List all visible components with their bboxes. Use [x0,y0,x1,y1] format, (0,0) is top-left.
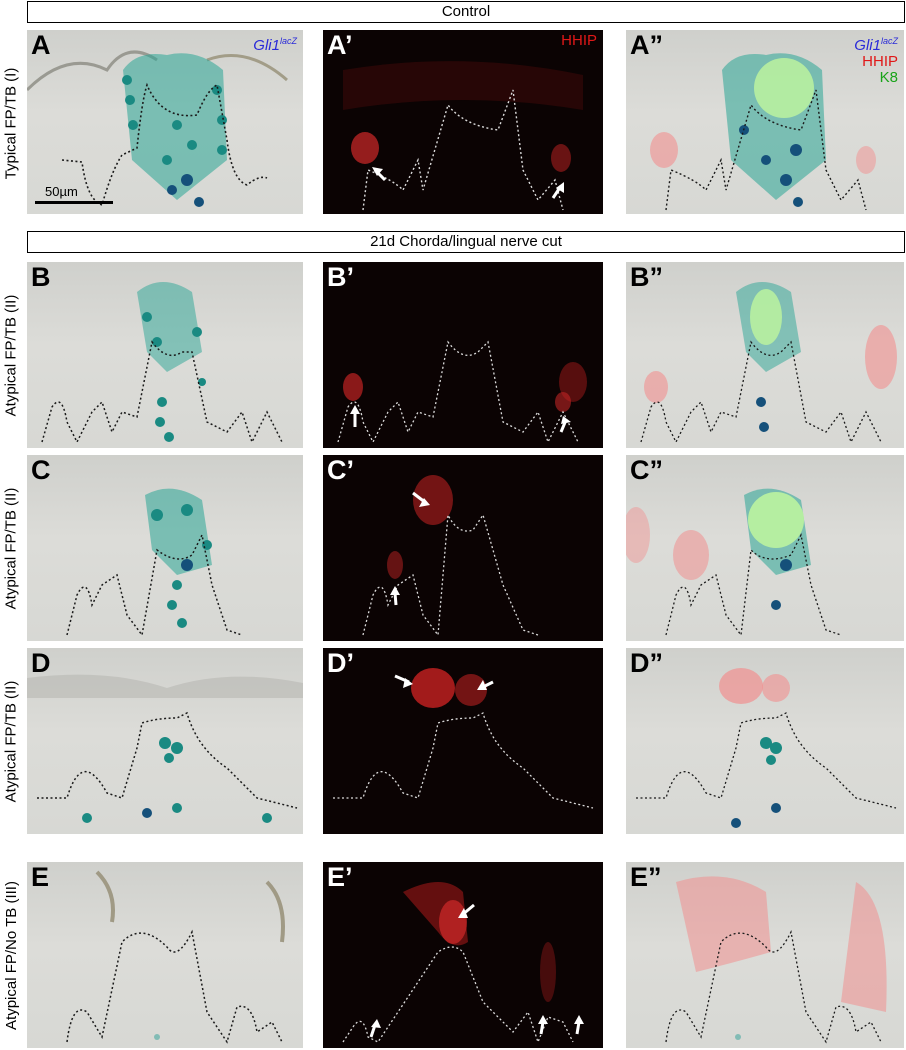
panel-letter-d2: D” [630,648,663,678]
panel-letter-c1: C’ [327,455,354,485]
panel-letter-b2: B” [630,262,663,292]
panel-c1-image [362,475,539,637]
panel-a1-image [343,61,583,211]
panel-d-image [27,674,303,823]
panel-letter-c: C [31,455,51,485]
panel-d1-hhip: D’ [323,648,603,834]
panel-letter-d: D [31,648,51,678]
panel-letter-e: E [31,862,50,892]
panel-c1-hhip: C’ [323,455,603,641]
legend-a2-hhip: HHIP [862,53,898,70]
panel-letter-a2: A” [630,30,663,60]
panel-a1-hhip: A’ HHIP [323,30,603,214]
legend-a2: Gli1lacZ HHIP K8 [854,33,898,86]
panel-d2-merge: D” [626,648,904,834]
panel-b2-image [640,282,897,444]
panel-b2-merge: B” [626,262,904,448]
panel-letter-b1: B’ [327,262,354,292]
section-label-control: Control [441,3,491,20]
panel-e-image [66,870,285,1044]
panel-c2-merge: C” [626,455,904,641]
panel-c-brightfield: C [27,455,303,641]
panel-b1-image [337,340,587,444]
panel-d-brightfield: D [27,648,303,834]
panel-b1-hhip: B’ [323,262,603,448]
panel-e1-hhip: E’ [323,862,603,1048]
scale-bar-line [35,201,113,204]
panel-b-image [41,282,283,444]
panel-a-brightfield: A Gli1lacZ 50µm [27,30,303,214]
legend-a: Gli1lacZ [253,33,297,54]
row-label-b: Atypical FP/TB (II) [2,294,20,416]
row-label-c: Atypical FP/TB (II) [2,487,20,609]
legend-a1-hhip: HHIP [561,32,597,49]
panel-d2-image [636,668,897,828]
panel-c-image [66,488,243,637]
panel-e-brightfield: E [27,862,303,1048]
legend-a1: HHIP [561,33,597,49]
panel-b-brightfield: B [27,262,303,448]
legend-a2-k8: K8 [879,69,898,86]
panel-letter-b: B [31,262,51,292]
panel-a2-image [650,53,876,211]
row-label-d: Atypical FP/TB (II) [2,680,20,802]
panel-letter-e2: E” [630,862,662,892]
panel-letter-c2: C” [630,455,663,485]
panel-a2-merge: A” Gli1lacZ HHIP K8 [626,30,904,214]
legend-a-gli1: Gli1lacZ [253,36,297,54]
panel-letter-a: A [31,30,51,60]
scale-bar: 50µm [35,180,125,204]
panel-e1-image [342,882,584,1044]
panel-e2-merge: E” [626,862,904,1048]
panel-letter-e1: E’ [327,862,353,892]
panel-a-image [27,50,288,207]
row-label-a: Typical FP/TB (I) [2,67,20,179]
legend-a2-gli1: Gli1lacZ [854,36,898,54]
section-bar-control: Control [27,1,905,23]
section-label-nerve-cut: 21d Chorda/lingual nerve cut [370,233,562,250]
panel-e2-image [665,876,887,1044]
section-bar-nerve-cut: 21d Chorda/lingual nerve cut [27,231,905,253]
panel-d1-image [333,668,594,809]
panel-letter-d1: D’ [327,648,354,678]
row-label-e: Atypical FP/No TB (III) [2,880,20,1030]
panel-letter-a1: A’ [327,30,353,60]
scale-bar-label: 50µm [45,184,78,199]
panel-c2-image [626,488,842,637]
